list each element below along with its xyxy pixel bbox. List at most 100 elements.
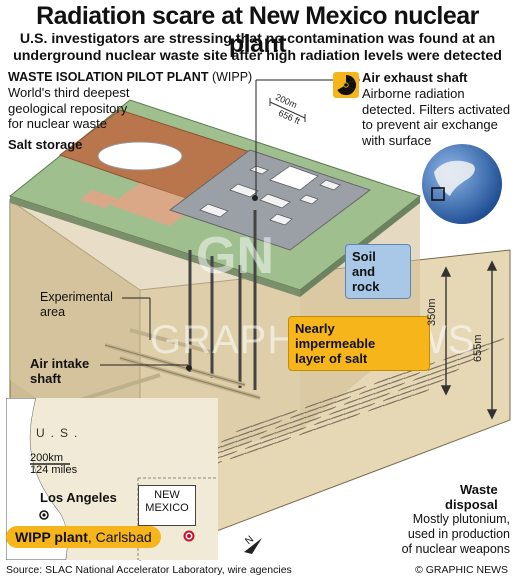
waste-panel-room [343, 413, 361, 420]
waste-panel-room [235, 440, 253, 448]
scale-km: 200km [30, 452, 64, 464]
waste-panel-room [304, 401, 322, 409]
experimental-line: Experimental [40, 290, 113, 304]
waste-panel-room [229, 452, 247, 460]
waste-panel-room [397, 389, 415, 397]
page-title: Radiation scare at New Mexico nuclear pl… [36, 2, 479, 58]
waste-panel-room [265, 415, 283, 422]
parcel [110, 183, 200, 226]
subtitle-line: U.S. investigators are stressing that no… [19, 31, 496, 47]
salt-layer-line: impermeable [295, 336, 376, 351]
waste-panel-room [358, 397, 376, 405]
waste-panel-room [457, 353, 475, 361]
salt-layer-line: layer of salt [295, 351, 368, 366]
watermark-logo: GN [196, 227, 274, 285]
waste-panel-room [457, 358, 475, 366]
waste-panel-room [388, 382, 406, 390]
waste-panel-room [427, 368, 445, 376]
waste-panel-room [319, 401, 337, 409]
waste-panel-room [427, 363, 445, 371]
air-intake-label: Air intake shaft [30, 356, 100, 386]
waste-panel-room [319, 406, 337, 414]
waste-panel-room [265, 420, 283, 427]
waste-panel-room [259, 432, 277, 439]
waste-panel-room [349, 385, 367, 393]
waste-panel-room [235, 430, 253, 438]
waste-panel-room [382, 399, 400, 407]
wipp-location-tag: WIPP plant, Carlsbad [6, 526, 161, 548]
waste-desc-line: of nuclear weapons [401, 542, 510, 556]
waste-panel-room [358, 402, 376, 410]
soil-line: and [352, 264, 376, 279]
waste-panel-room [289, 421, 307, 429]
depth-total-label: 655m [472, 334, 484, 362]
waste-panel-room [412, 389, 430, 396]
waste-panel-room [373, 387, 391, 395]
waste-panel-room [313, 418, 331, 426]
waste-panel-room [250, 425, 268, 433]
waste-panel-room [235, 425, 253, 433]
waste-panel-room [289, 416, 307, 424]
waste-desc-line: used in production [407, 527, 510, 541]
air-exhaust-line: to prevent air exchange [362, 117, 498, 132]
experimental-area-label: Experimental area [40, 290, 130, 320]
waste-panel-room [388, 377, 406, 385]
globe-icon [422, 144, 502, 224]
waste-panel-room [358, 392, 376, 400]
waste-disposal-description: Mostly plutonium, used in production of … [380, 512, 510, 557]
waste-panel-room [412, 374, 430, 381]
state-line: NEW [154, 489, 180, 501]
waste-panel-room [235, 435, 253, 443]
waste-panel-room [412, 384, 430, 391]
shafts [188, 210, 257, 390]
waste-panel-room [343, 408, 361, 415]
air-exhaust-title: Air exhaust shaft [362, 70, 468, 85]
state-line: MEXICO [145, 502, 189, 514]
credit: © GRAPHIC NEWS [415, 564, 508, 576]
salt-layer-callout: Nearly impermeable layer of salt [288, 316, 430, 371]
waste-panel-room [298, 428, 316, 436]
salt-storage-label: Salt storage [8, 137, 83, 152]
waste-panel-room [472, 348, 490, 356]
air-intake-line: shaft [30, 371, 62, 386]
page-subtitle: U.S. investigators are stressing that no… [6, 31, 509, 65]
wipp-tag-name: WIPP plant [15, 529, 88, 545]
waste-panel-room [472, 343, 490, 351]
waste-panel-room [373, 382, 391, 390]
wipp-desc-line: World's third deepest [8, 85, 130, 100]
waste-panel-room [259, 437, 277, 444]
wipp-name-label: WASTE ISOLATION PILOT PLANT (WIPP) [8, 70, 252, 84]
experimental-line: area [40, 305, 66, 319]
waste-panel-room [427, 373, 445, 381]
depth-arrows [440, 260, 498, 420]
waste-panel-room [250, 430, 268, 438]
waste-panel-room [304, 411, 322, 419]
scale-miles: 124 miles [30, 464, 78, 476]
waste-panel-room [343, 403, 361, 410]
waste-panel-room [343, 398, 361, 405]
waste-panel-room [427, 378, 445, 386]
air-exhaust-line: detected. Filters activated [362, 101, 511, 117]
soil-rock-callout: Soil and rock [345, 244, 411, 299]
depth-salt-label: 350m [426, 298, 438, 326]
waste-panel-room [457, 348, 475, 356]
waste-panel-room [220, 435, 238, 443]
waste-panel-room [259, 442, 277, 449]
waste-panel-room [382, 394, 400, 402]
state-label: NEW MEXICO [138, 485, 196, 526]
waste-panel-room [442, 368, 460, 376]
waste-panel-room [358, 387, 376, 395]
map-scale-label: 200km 124 miles [30, 452, 77, 476]
surface-scale-bar [269, 98, 306, 122]
waste-panel-room [328, 418, 346, 426]
waste-title-line: disposal [445, 497, 498, 512]
waste-panel-room [244, 442, 262, 450]
waste-panel-room [274, 431, 292, 439]
facility-buildings [199, 165, 341, 226]
waste-panel-room [403, 372, 421, 380]
waste-panel-room [274, 421, 292, 429]
waste-panel-room [367, 404, 385, 412]
waste-panel-room [373, 377, 391, 385]
